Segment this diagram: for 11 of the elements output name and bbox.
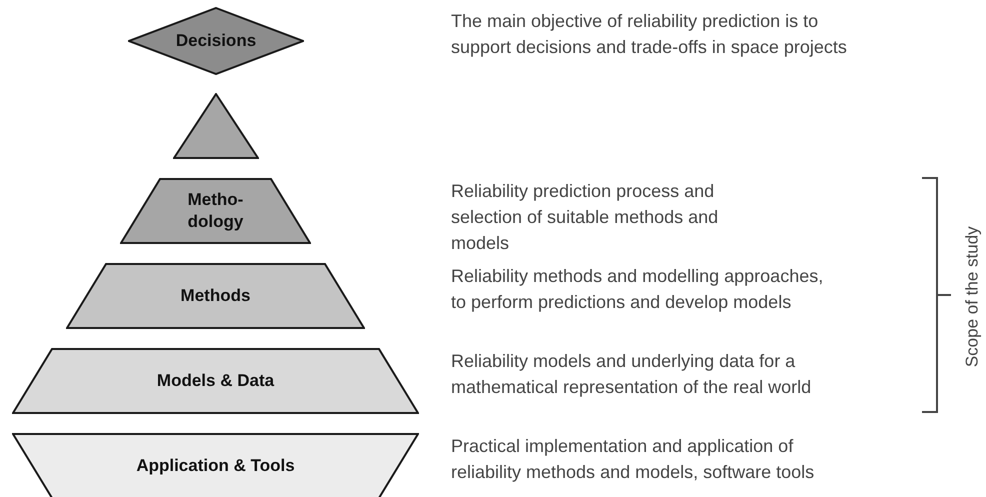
description-text: Reliability models and underlying data for a mathematical representation of the real world	[451, 350, 812, 399]
scope-label: Scope of the study	[961, 226, 982, 368]
layer-label: Methods	[180, 285, 250, 307]
layer-label: Metho- dology	[186, 189, 244, 233]
layer-label: Application & Tools	[136, 455, 295, 477]
layer-label: Models & Data	[156, 370, 274, 392]
description-text: Practical implementation and application of reliability methods and models, software tools	[451, 435, 816, 484]
layer-label: Decisions	[176, 30, 256, 52]
description-text: Reliability prediction process and selection of suitable methods and models	[451, 180, 720, 255]
description-text: Reliability methods and modelling approaches, to perform predictions and develop models	[451, 265, 824, 314]
description-text: The main objective of reliability prediction is to support decisions and trade-offs in space projects	[451, 10, 848, 59]
